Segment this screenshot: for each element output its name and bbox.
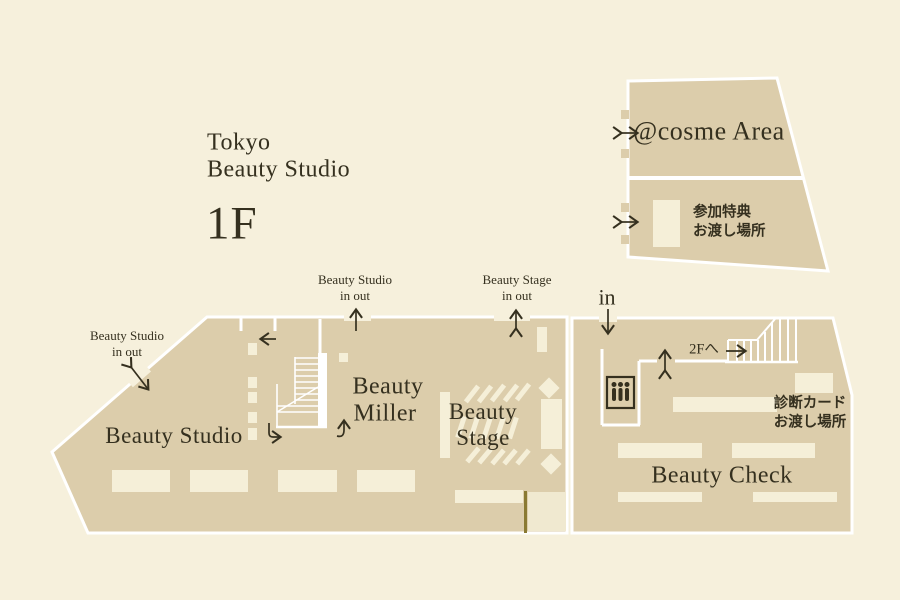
- check-building-shape: [570, 314, 854, 535]
- stage-area-fixtures: [440, 377, 562, 503]
- to-2f-label: 2Fへ: [689, 341, 719, 358]
- room-label-beauty-miller-line1: Beauty: [352, 373, 424, 400]
- hook-up-arrow-icon: [336, 418, 351, 438]
- diagnosis-label-line2: お渡し場所: [773, 414, 847, 431]
- handout-label-line2: お渡し場所: [693, 223, 766, 240]
- dashed-partition: [248, 343, 257, 440]
- studio-inout-top-line1: Beauty Studio: [317, 272, 393, 288]
- room-label-beauty-stage-line2: Stage: [456, 424, 510, 450]
- studio-inout-left-line2: in out: [112, 344, 142, 360]
- floor-number: 1F: [206, 197, 258, 250]
- title-line1: Tokyo: [207, 129, 271, 156]
- stage-inout-line1: Beauty Stage: [482, 272, 552, 288]
- entrance-label: in: [598, 284, 616, 310]
- room-label-beauty-check: Beauty Check: [651, 462, 793, 489]
- studio-inout-left-line1: Beauty Studio: [89, 328, 165, 344]
- backstage-room: [528, 492, 566, 531]
- hook-down-right-arrow-icon: [268, 423, 283, 444]
- room-label-beauty-stage-line1: Beauty: [448, 398, 518, 424]
- studio-inout-top-line2: in out: [340, 288, 370, 304]
- room-label-beauty-studio: Beauty Studio: [105, 422, 243, 448]
- elevator-people-icon: [605, 375, 636, 410]
- cosme-area-label: @cosme Area: [633, 116, 785, 146]
- stage-inout-line2: in out: [502, 288, 532, 304]
- room-label-beauty-miller-line2: Miller: [353, 400, 417, 427]
- handout-label-line1: 参加特典: [693, 204, 751, 221]
- title-line2: Beauty Studio: [207, 156, 351, 183]
- handout-counter: [653, 200, 680, 247]
- diagonal-double-arrow-icon: [121, 357, 150, 391]
- check-counters: [618, 373, 837, 502]
- cosme-building-shape: [621, 76, 830, 273]
- stairs-icon: [276, 319, 327, 429]
- stage-accent-line: [524, 491, 527, 533]
- stage-platform: [455, 490, 523, 503]
- studio-tables: [112, 470, 415, 492]
- studio-building-shape: [50, 313, 569, 535]
- diagnosis-label-line1: 診断カード: [773, 395, 847, 412]
